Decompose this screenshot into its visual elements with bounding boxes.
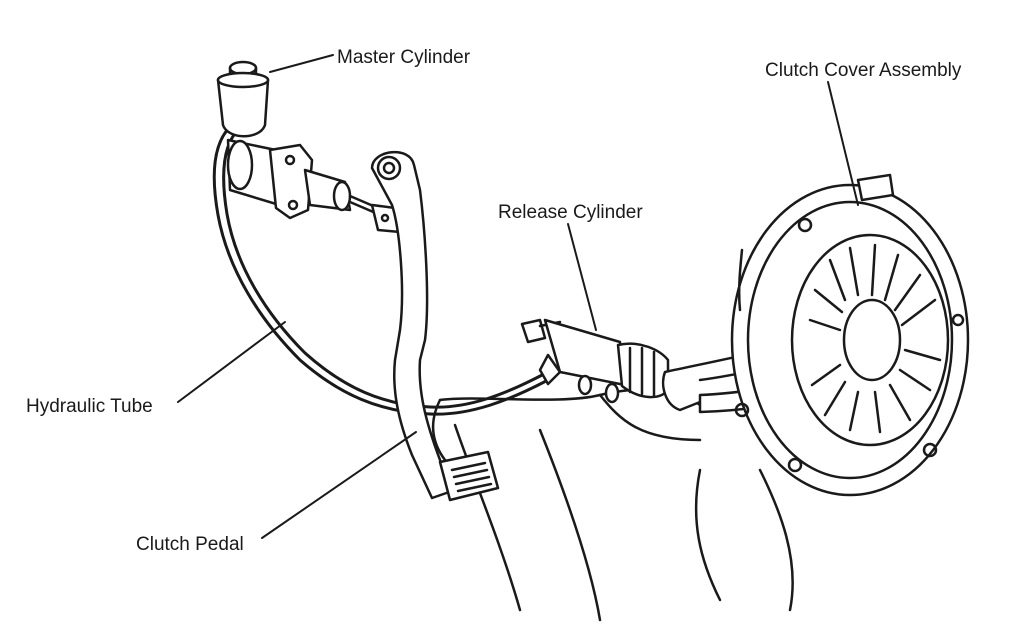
leader-clutch-cover-assembly bbox=[827, 81, 859, 206]
label-release-cylinder: Release Cylinder bbox=[498, 202, 643, 223]
label-master-cylinder: Master Cylinder bbox=[337, 47, 471, 68]
label-hydraulic-tube: Hydraulic Tube bbox=[26, 396, 153, 417]
leader-release-cylinder bbox=[567, 223, 597, 331]
leader-hydraulic-tube bbox=[177, 321, 286, 403]
transmission-housing bbox=[431, 388, 794, 622]
release-cylinder bbox=[520, 318, 670, 404]
master-cylinder bbox=[216, 60, 402, 234]
label-clutch-cover-assembly: Clutch Cover Assembly bbox=[765, 60, 962, 81]
leader-lines bbox=[177, 54, 859, 539]
clutch-pedal bbox=[370, 150, 500, 502]
leader-clutch-pedal bbox=[261, 431, 417, 539]
clutch-cover-assembly bbox=[730, 173, 970, 497]
hydraulic-tube bbox=[212, 123, 550, 416]
leader-master-cylinder bbox=[269, 54, 334, 73]
label-clutch-pedal: Clutch Pedal bbox=[136, 534, 244, 555]
